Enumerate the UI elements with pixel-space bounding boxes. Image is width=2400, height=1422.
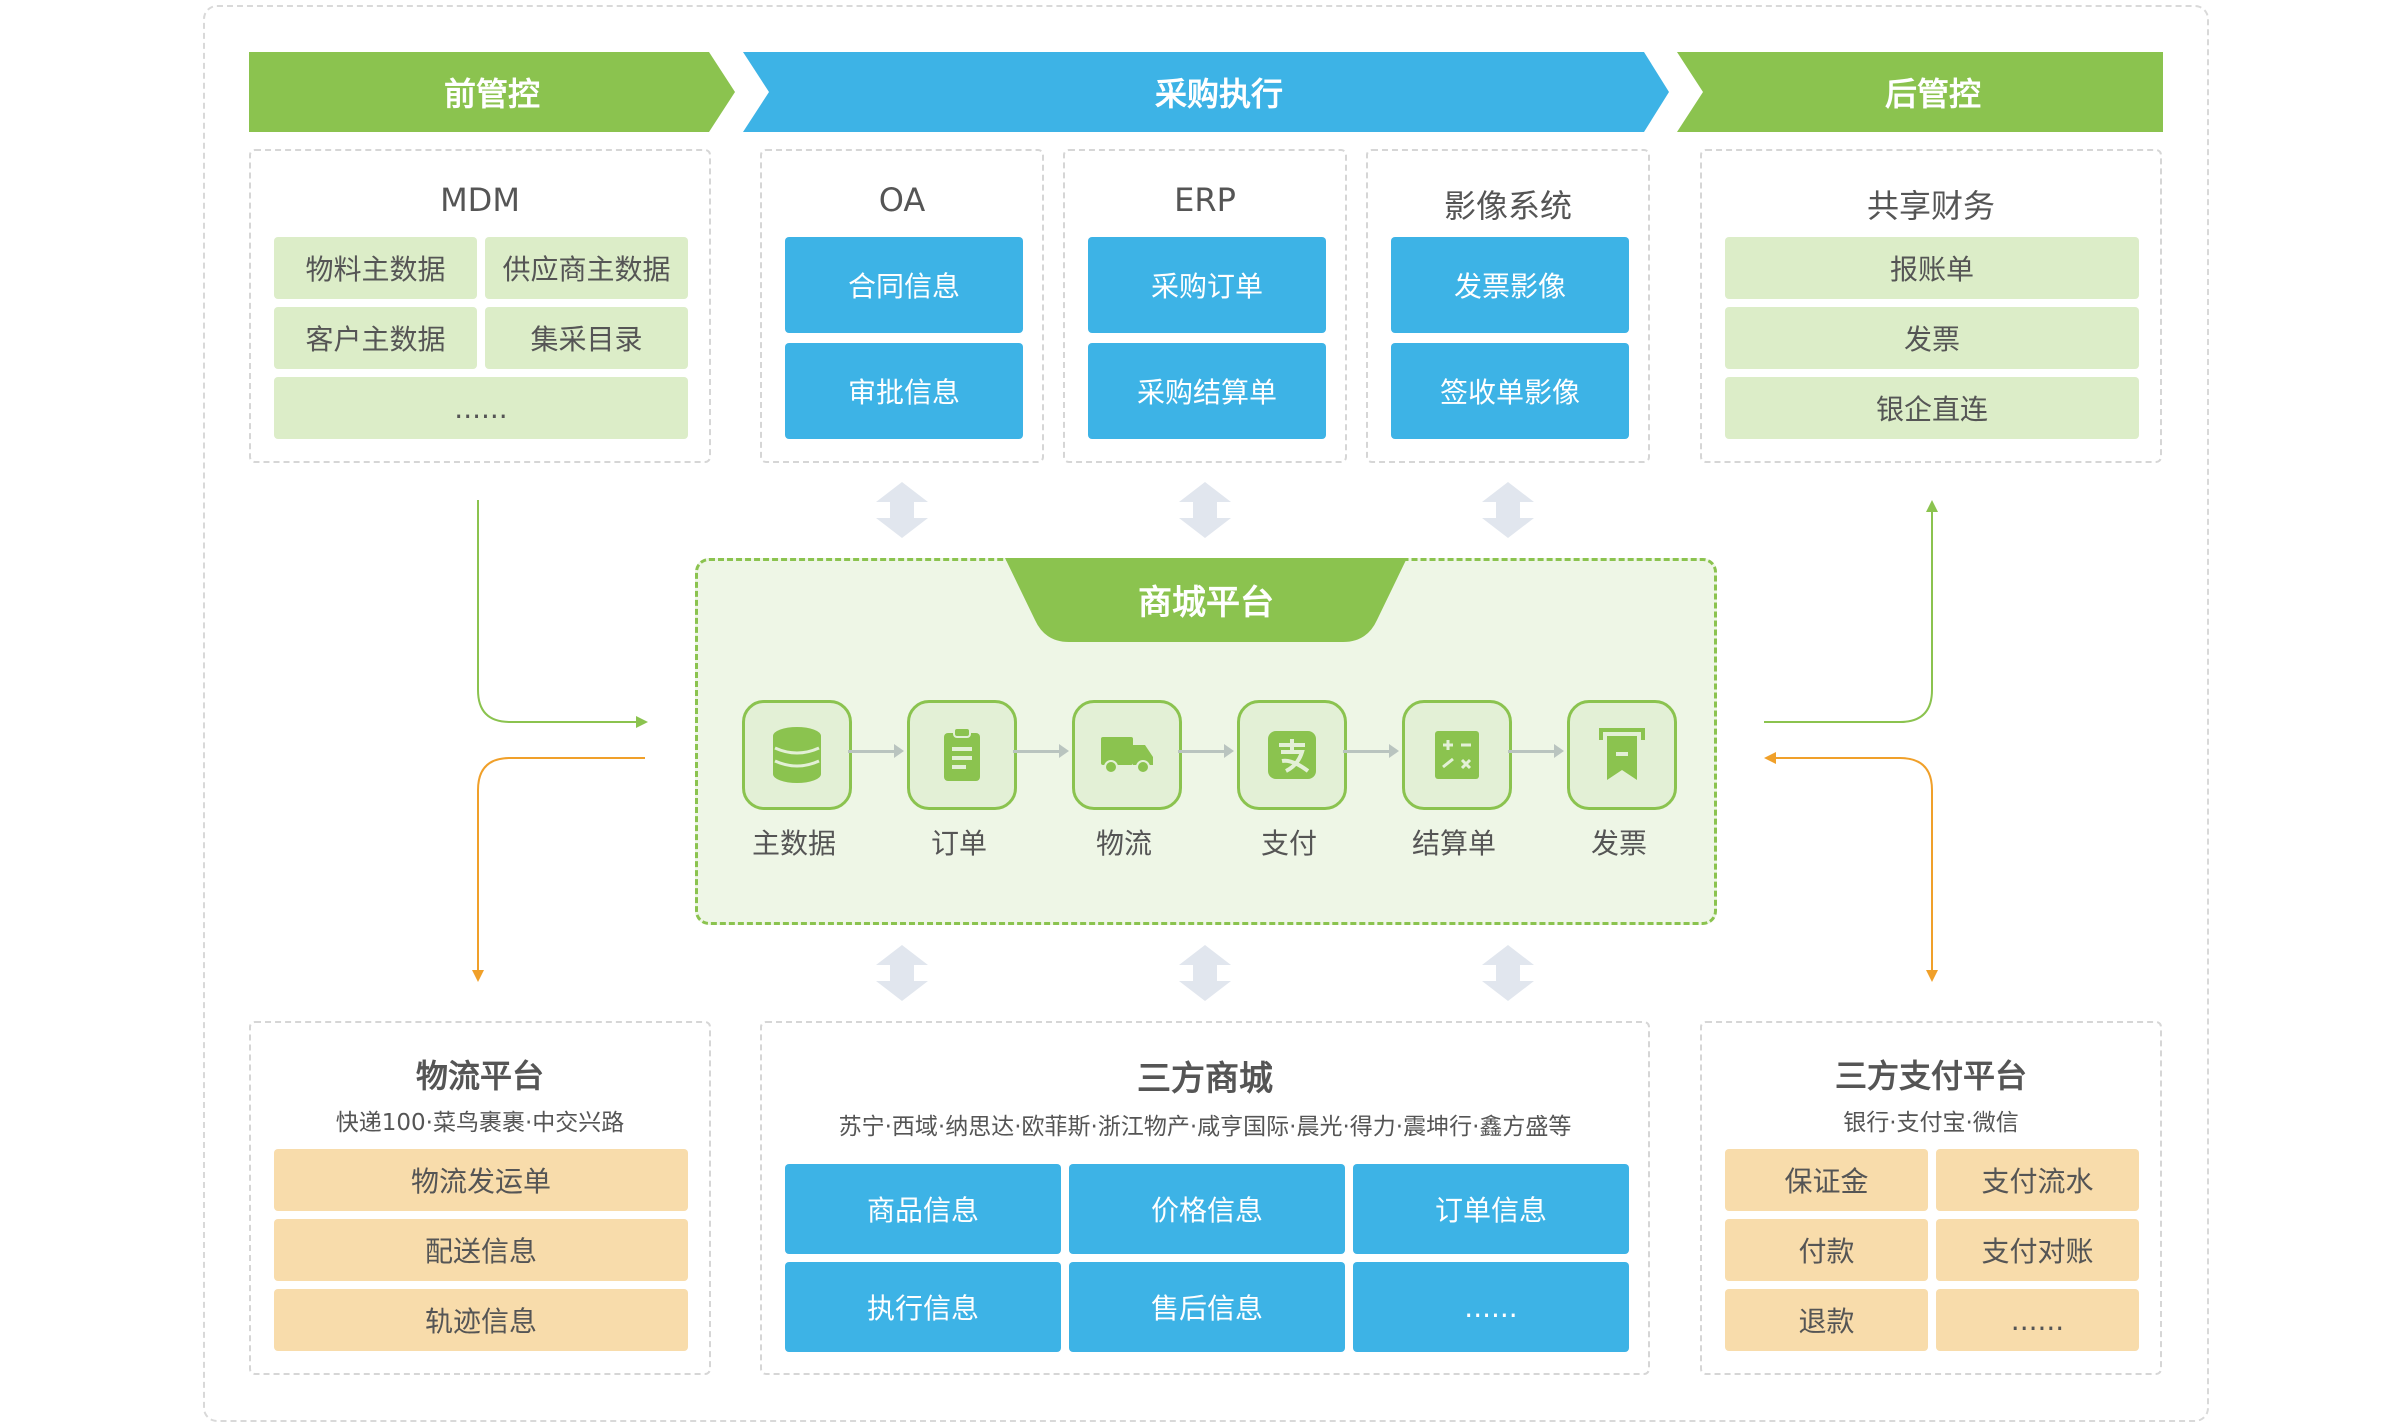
banner-procurement-shape <box>743 52 1669 132</box>
arrow-head-icon <box>1926 970 1938 982</box>
erp-box: ERP 采购订单 采购结算单 <box>1063 149 1347 463</box>
node-label: 结算单 <box>1411 827 1496 860</box>
flow-arrow-icon <box>1343 744 1399 758</box>
payment-item: 支付对账 <box>1936 1219 2139 1281</box>
receipt-icon <box>1599 728 1645 780</box>
banner-procurement: 采购执行 <box>1154 75 1283 113</box>
imaging-box: 影像系统 发票影像 签收单影像 <box>1366 149 1650 463</box>
logistics-item: 物流发运单 <box>274 1149 688 1211</box>
oa-box: OA 合同信息 审批信息 <box>760 149 1044 463</box>
logistics-item: 配送信息 <box>274 1219 688 1281</box>
mdm-item: 客户主数据 <box>274 307 477 369</box>
clipboard-icon <box>944 727 980 781</box>
arrow-head-icon <box>636 716 648 728</box>
logistics-title: 物流平台 <box>415 1057 544 1095</box>
node-logistics <box>1072 700 1182 810</box>
node-master-data <box>742 700 852 810</box>
double-arrow-icon <box>876 945 928 1001</box>
flow-arrow-icon <box>848 744 904 758</box>
payment-item: 退款 <box>1725 1289 1928 1351</box>
arrow-head-icon <box>472 970 484 982</box>
alipay-icon <box>1268 731 1316 779</box>
third-mall-item: 订单信息 <box>1353 1164 1629 1254</box>
third-mall-item: 价格信息 <box>1069 1164 1345 1254</box>
third-mall-item: 执行信息 <box>785 1262 1061 1352</box>
database-icon <box>773 727 821 783</box>
mdm-item: 供应商主数据 <box>485 237 688 299</box>
banner-post-control-shape <box>1677 52 2163 132</box>
flow-arrow-icon <box>1178 744 1234 758</box>
shared-finance-item: 发票 <box>1725 307 2139 369</box>
erp-item: 采购订单 <box>1088 237 1326 333</box>
mdm-item-more: ...... <box>274 377 688 439</box>
banner-pre-control: 前管控 <box>443 75 540 113</box>
double-arrow-icon <box>1482 482 1534 538</box>
banner-post-control: 后管控 <box>1884 75 1981 113</box>
node-label: 发票 <box>1590 827 1647 860</box>
outer-frame <box>203 5 2209 1422</box>
banner-pre-control-shape <box>249 52 735 132</box>
flow-arrow-icon <box>1013 744 1069 758</box>
third-mall-box: 三方商城 苏宁·西域·纳思达·欧菲斯·浙江物产·咸亨国际·晨光·得力·震坤行·鑫… <box>760 1021 1650 1375</box>
shared-finance-item: 报账单 <box>1725 237 2139 299</box>
shared-finance-title: 共享财务 <box>1866 187 1995 225</box>
third-mall-subtitle: 苏宁·西域·纳思达·欧菲斯·浙江物产·咸亨国际·晨光·得力·震坤行·鑫方盛等 <box>838 1114 1572 1140</box>
flow-mall-to-finance <box>1764 508 1933 723</box>
third-mall-item-more: ...... <box>1353 1262 1629 1352</box>
node-label: 支付 <box>1260 827 1317 860</box>
mall-title: 商城平台 <box>1138 583 1274 623</box>
node-label: 主数据 <box>751 827 836 860</box>
node-payment <box>1237 700 1347 810</box>
payment-title: 三方支付平台 <box>1834 1057 2027 1095</box>
mall-title-tab <box>1005 558 1407 642</box>
logistics-item: 轨迹信息 <box>274 1289 688 1351</box>
calculator-icon <box>1435 731 1479 779</box>
payment-item: 支付流水 <box>1936 1149 2139 1211</box>
flow-arrow-icon <box>1508 744 1564 758</box>
node-order <box>907 700 1017 810</box>
erp-item: 采购结算单 <box>1088 343 1326 439</box>
arrow-head-icon <box>1764 752 1776 764</box>
oa-title: OA <box>878 181 926 219</box>
logistics-box: 物流平台 快递100·菜鸟裹裹·中交兴路 物流发运单 配送信息 轨迹信息 <box>249 1021 711 1375</box>
logistics-subtitle: 快递100·菜鸟裹裹·中交兴路 <box>335 1110 625 1136</box>
imaging-item: 签收单影像 <box>1391 343 1629 439</box>
double-arrow-icon <box>1179 482 1231 538</box>
double-arrow-icon <box>1482 945 1534 1001</box>
node-invoice <box>1567 700 1677 810</box>
mdm-box: MDM 物料主数据 供应商主数据 客户主数据 集采目录 ...... <box>249 149 711 463</box>
shared-finance-box: 共享财务 报账单 发票 银企直连 <box>1700 149 2162 463</box>
third-mall-item: 售后信息 <box>1069 1262 1345 1352</box>
payment-subtitle: 银行·支付宝·微信 <box>1843 1110 2019 1136</box>
imaging-title: 影像系统 <box>1443 187 1572 225</box>
payment-item: 保证金 <box>1725 1149 1928 1211</box>
third-mall-item: 商品信息 <box>785 1164 1061 1254</box>
mall-platform <box>695 558 1717 925</box>
double-arrow-icon <box>1179 945 1231 1001</box>
flow-payment-to-mall <box>1772 757 1933 975</box>
node-label: 物流 <box>1095 827 1152 860</box>
mdm-title: MDM <box>440 181 520 219</box>
third-mall-title: 三方商城 <box>1137 1059 1273 1099</box>
double-arrow-icon <box>876 482 928 538</box>
payment-box: 三方支付平台 银行·支付宝·微信 保证金 支付流水 付款 支付对账 退款 ...… <box>1700 1021 2162 1375</box>
arrow-head-icon <box>1926 500 1938 512</box>
flow-mdm-to-mall <box>477 500 640 723</box>
node-settlement <box>1402 700 1512 810</box>
shared-finance-item: 银企直连 <box>1725 377 2139 439</box>
erp-title: ERP <box>1174 181 1236 219</box>
oa-item: 审批信息 <box>785 343 1023 439</box>
payment-item: 付款 <box>1725 1219 1928 1281</box>
flow-mall-to-logistics <box>477 757 645 975</box>
phase-banners <box>249 52 2163 132</box>
mdm-item: 物料主数据 <box>274 237 477 299</box>
truck-icon <box>1101 737 1153 774</box>
imaging-item: 发票影像 <box>1391 237 1629 333</box>
mdm-item: 集采目录 <box>485 307 688 369</box>
oa-item: 合同信息 <box>785 237 1023 333</box>
payment-item-more: ...... <box>1936 1289 2139 1351</box>
node-label: 订单 <box>930 827 987 860</box>
